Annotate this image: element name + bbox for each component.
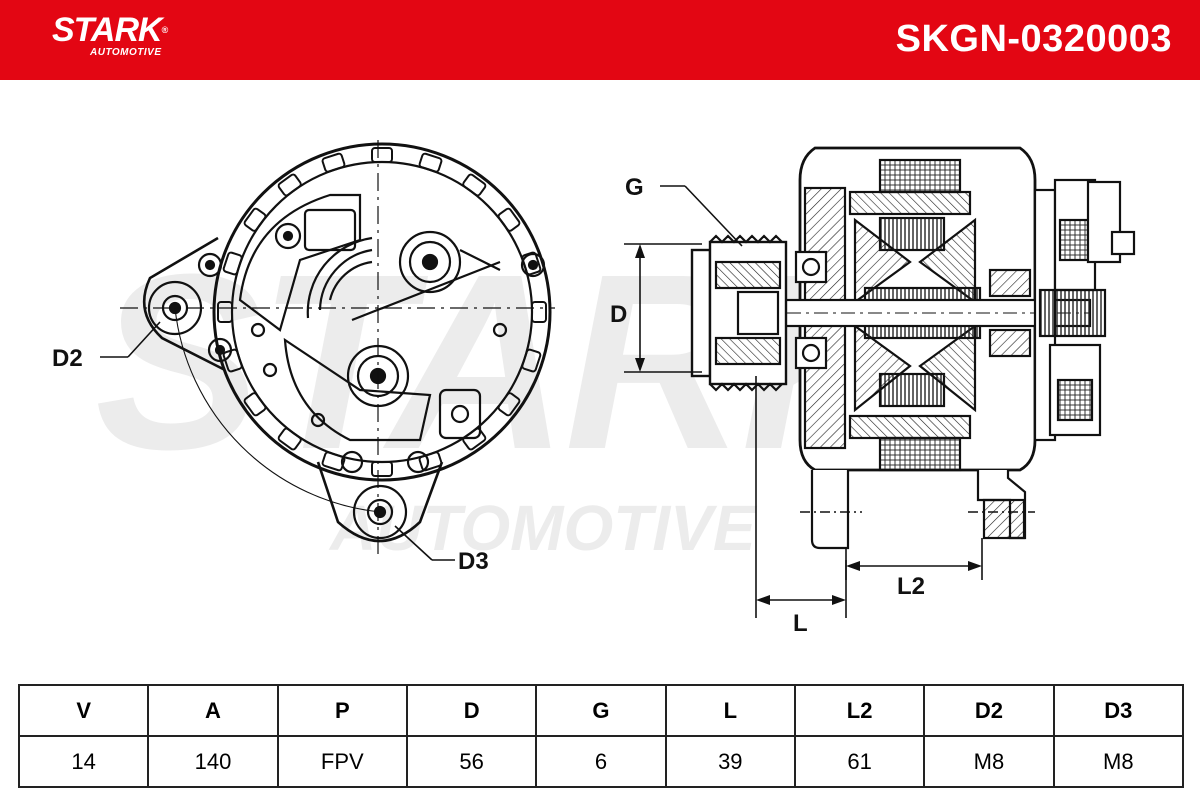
specs-value-row: 14 140 FPV 56 6 39 61 M8 M8 bbox=[17, 735, 1185, 788]
specs-header-cell: V bbox=[17, 684, 150, 737]
specs-value-cell: 39 bbox=[664, 735, 796, 788]
label-d3: D3 bbox=[458, 548, 489, 575]
label-d: D bbox=[610, 301, 627, 328]
specs-header-cell: D2 bbox=[923, 684, 1055, 737]
specs-header-cell: P bbox=[276, 684, 408, 737]
label-g: G bbox=[625, 174, 644, 201]
specs-header-row: V A P D G L L2 D2 D3 bbox=[17, 684, 1185, 737]
side-view bbox=[690, 146, 1136, 550]
technical-drawing: D2 D3 bbox=[52, 140, 1136, 637]
specs-header-cell: D bbox=[405, 684, 538, 737]
specs-value-cell: 6 bbox=[535, 735, 667, 788]
cooling-slots bbox=[217, 147, 547, 477]
specs-value-cell: 56 bbox=[405, 735, 538, 788]
header-bar: STARK® AUTOMOTIVE SKGN-0320003 bbox=[0, 0, 1200, 80]
specs-table: V A P D G L L2 D2 D3 14 140 FPV 56 6 39 … bbox=[17, 684, 1185, 788]
specs-value-cell: 14 bbox=[17, 735, 150, 788]
label-l2: L2 bbox=[897, 573, 925, 600]
label-d2: D2 bbox=[52, 345, 83, 372]
brand-logo: STARK® AUTOMOTIVE bbox=[52, 11, 169, 58]
front-view bbox=[120, 140, 555, 555]
specs-header-cell: D3 bbox=[1052, 684, 1185, 737]
specs-header-cell: G bbox=[535, 684, 667, 737]
part-number: SKGN-0320003 bbox=[895, 18, 1172, 60]
specs-value-cell: FPV bbox=[276, 735, 408, 788]
specs-header-cell: A bbox=[147, 684, 279, 737]
side-dimensions bbox=[624, 185, 1035, 618]
specs-header-cell: L2 bbox=[793, 684, 926, 737]
specs-header-cell: L bbox=[664, 684, 796, 737]
specs-value-cell: 140 bbox=[147, 735, 279, 788]
specs-value-cell: 61 bbox=[793, 735, 926, 788]
brand-name: STARK bbox=[52, 11, 163, 49]
front-dimensions bbox=[100, 321, 455, 561]
specs-value-cell: M8 bbox=[923, 735, 1055, 788]
registered-mark: ® bbox=[161, 25, 169, 35]
brand-sub: AUTOMOTIVE bbox=[90, 47, 162, 58]
label-l: L bbox=[793, 610, 808, 637]
specs-value-cell: M8 bbox=[1052, 735, 1185, 788]
